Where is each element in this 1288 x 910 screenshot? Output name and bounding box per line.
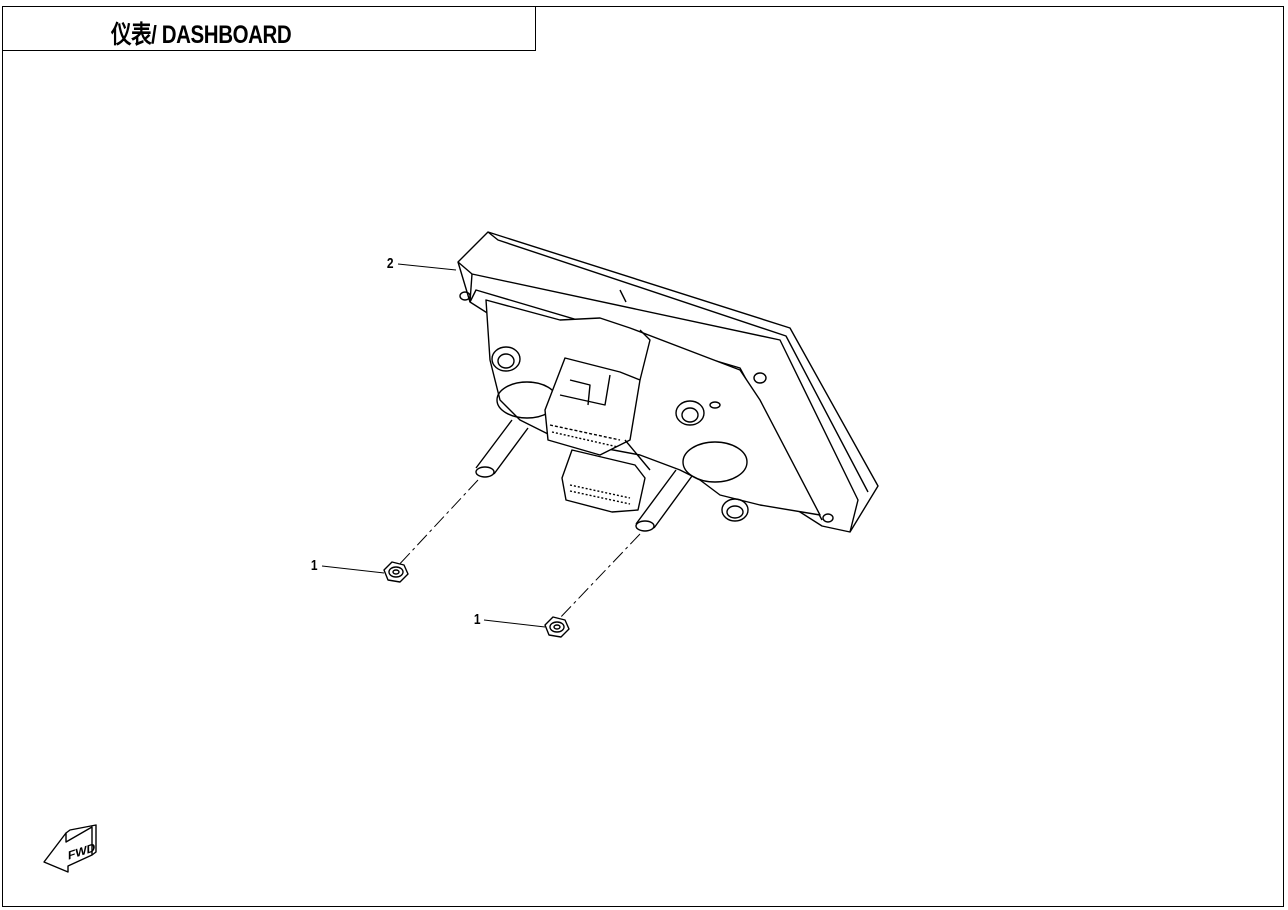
callout-2: 2 — [386, 255, 394, 272]
title-box: 仪表/ DASHBOARD — [2, 6, 536, 51]
connector-lower — [561, 449, 646, 513]
nut-left — [383, 561, 409, 583]
connector-upper — [544, 357, 641, 456]
page-title: 仪表/ DASHBOARD — [111, 21, 292, 49]
callout-1-right: 1 — [473, 611, 481, 628]
callout-1-left: 1 — [310, 557, 318, 574]
drawing-frame — [2, 6, 1284, 907]
dashboard-part — [457, 231, 879, 533]
fwd-arrow-icon: FWD — [43, 824, 97, 873]
nut-right — [544, 616, 570, 638]
